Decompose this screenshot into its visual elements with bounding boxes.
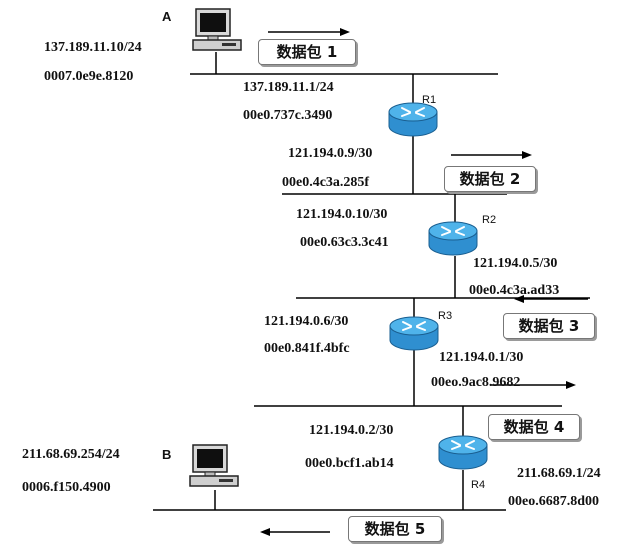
router-r4-icon [438, 435, 488, 470]
arrow-packet-4 [490, 381, 576, 389]
arrow-packet-3 [514, 295, 588, 303]
arrow-packet-2 [451, 151, 532, 159]
packet-5-label: 数据包 5 [348, 516, 442, 542]
r2-down-ip: 121.194.0.5/30 [473, 256, 558, 271]
r4-lan-mac: 00eo.6687.8d00 [508, 494, 599, 509]
host-a-mac: 0007.0e9e.8120 [44, 69, 134, 84]
r1-wan-ip: 121.194.0.9/30 [288, 146, 373, 161]
router-r2-icon [428, 221, 478, 256]
r4-up-ip: 121.194.0.2/30 [309, 423, 394, 438]
router-r1-icon [388, 102, 438, 137]
computer-icon [189, 444, 239, 487]
r1-lan-mac: 00e0.737c.3490 [243, 108, 333, 123]
arrow-packet-5 [260, 528, 330, 536]
host-a-ip: 137.189.11.10/24 [44, 40, 142, 55]
r2-label: R2 [482, 214, 497, 226]
packet-3-label: 数据包 3 [503, 313, 595, 339]
arrow-packet-1 [268, 28, 350, 36]
r2-up-mac: 00e0.63c3.3c41 [300, 235, 389, 250]
computer-icon [192, 8, 242, 51]
r3-up-ip: 121.194.0.6/30 [264, 314, 349, 329]
router-r3-icon [389, 316, 439, 351]
packet-4-label: 数据包 4 [488, 414, 580, 440]
packet-2-label: 数据包 2 [444, 166, 536, 192]
r1-lan-ip: 137.189.11.1/24 [243, 80, 334, 95]
r3-up-mac: 00e0.841f.4bfc [264, 341, 350, 356]
r3-down-mac: 00eo.9ac8.9682 [431, 375, 521, 390]
r3-label: R3 [438, 310, 453, 322]
r2-up-ip: 121.194.0.10/30 [296, 207, 388, 222]
r3-down-ip: 121.194.0.1/30 [439, 350, 524, 365]
host-b-mac: 0006.f150.4900 [22, 480, 111, 495]
r4-label: R4 [471, 479, 486, 491]
r4-lan-ip: 211.68.69.1/24 [517, 466, 601, 481]
host-b-ip: 211.68.69.254/24 [22, 447, 120, 462]
host-b-label: B [162, 447, 172, 462]
packet-1-label: 数据包 1 [258, 39, 356, 65]
r2-down-mac: 00e0.4c3a.ad33 [469, 283, 560, 298]
r4-up-mac: 00e0.bcf1.ab14 [305, 456, 394, 471]
host-a-label: A [162, 9, 172, 24]
r1-label: R1 [422, 94, 437, 106]
r1-wan-mac: 00e0.4c3a.285f [282, 175, 370, 190]
